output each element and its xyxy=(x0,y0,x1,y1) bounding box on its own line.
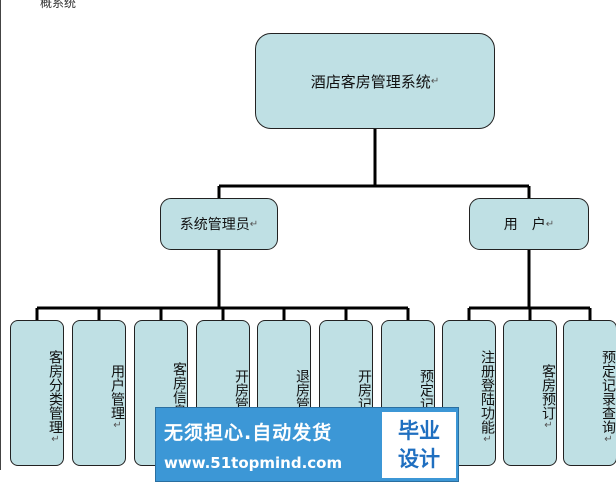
watermark-brand-line1: 毕业 xyxy=(398,419,440,443)
return-mark: ↵ xyxy=(430,75,440,87)
watermark-slogan: 无须担心.自动发货 xyxy=(164,422,333,444)
return-mark: ↵ xyxy=(603,433,614,445)
root-node: 酒店客房管理系统↵ xyxy=(255,33,495,129)
watermark-brand-line2: 设计 xyxy=(398,447,440,471)
header-cut-text: 概系统 xyxy=(40,0,77,10)
leaf-node-room-booking: 客房预订↵ xyxy=(503,320,557,466)
group-label: 用 户 xyxy=(503,217,546,233)
watermark-left-panel: 无须担心.自动发货 www.51topmind.com xyxy=(156,408,380,483)
group-node-admin: 系统管理员↵ xyxy=(160,198,278,250)
return-mark: ↵ xyxy=(50,433,61,445)
return-mark: ↵ xyxy=(545,218,555,230)
leaf-node-booking-query: 预定记录查询↵ xyxy=(563,320,616,466)
leaf-label: 预定记录查询 xyxy=(600,349,616,434)
watermark-url: www.51topmind.com xyxy=(164,454,343,472)
return-mark: ↵ xyxy=(482,433,493,445)
group-label: 系统管理员 xyxy=(179,217,250,233)
watermark-banner: 无须担心.自动发货 www.51topmind.com 毕业 设计 xyxy=(155,407,459,482)
watermark-brand: 毕业 设计 xyxy=(382,412,456,478)
leaf-label: 客房分类管理 xyxy=(47,349,63,434)
return-mark: ↵ xyxy=(249,218,259,230)
leaf-node-user-management: 用户管理↵ xyxy=(72,320,126,466)
leaf-node-room-category: 客房分类管理↵ xyxy=(10,320,64,466)
leaf-label: 注册登陆功能 xyxy=(479,349,495,434)
return-mark: ↵ xyxy=(112,419,123,431)
leaf-label: 用户管理 xyxy=(109,363,125,420)
return-mark: ↵ xyxy=(543,419,554,431)
leaf-label: 客房预订 xyxy=(540,363,556,420)
group-node-user: 用 户↵ xyxy=(469,198,589,250)
page-edge-line xyxy=(0,0,1,470)
root-label: 酒店客房管理系统 xyxy=(310,72,431,91)
